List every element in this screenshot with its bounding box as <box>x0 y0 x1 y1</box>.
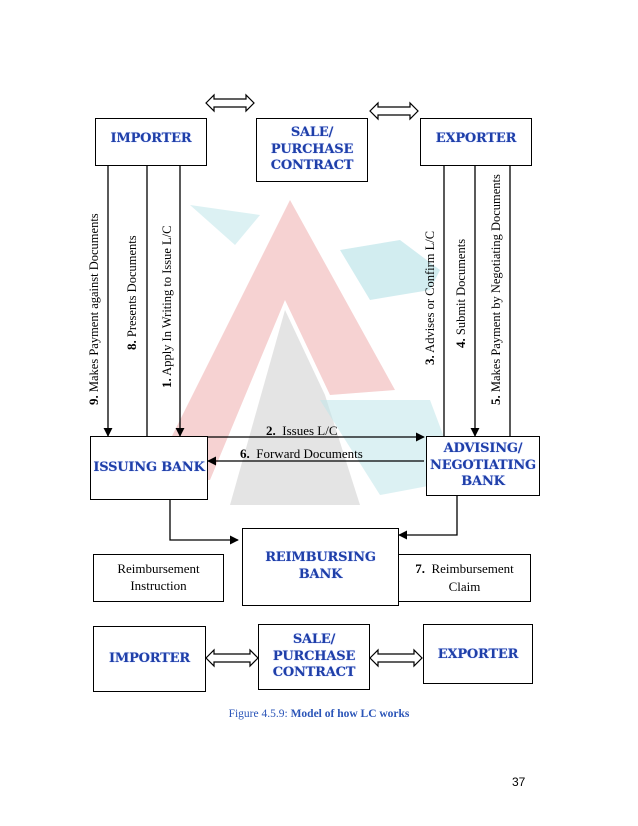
reimb-claim-line-1: 7. Reimbursement Claim <box>415 561 514 594</box>
advising-line-1: ADVISING/ <box>443 440 523 456</box>
step-4-label: 4. Submit Documents <box>453 238 468 348</box>
reimb-instruction-line-1: Reimbursement <box>117 561 200 577</box>
contract-line-2: PURCHASE <box>270 141 354 157</box>
advising-line-3: BANK <box>461 474 505 490</box>
step-5-label: 5. Makes Payment by Negotiating Document… <box>488 174 503 405</box>
contract-line-1: SALE/ <box>290 124 334 140</box>
caption-title: Model of how LC works <box>290 708 410 720</box>
figure-caption: Figure 4.5.9: Model of how LC works <box>0 708 638 720</box>
exporter-bottom-label: EXPORTER <box>437 647 519 662</box>
importer-label: IMPORTER <box>110 131 192 146</box>
sale-purchase-contract-box: SALE/ PURCHASE CONTRACT <box>256 118 368 182</box>
importer-box-bottom: IMPORTER <box>93 626 206 692</box>
advising-line-2: NEGOTIATING <box>430 457 536 473</box>
reimbursement-instruction-box: Reimbursement Instruction <box>93 554 224 602</box>
reimbursing-line-2: BANK <box>298 567 343 582</box>
exporter-box: EXPORTER <box>420 118 532 166</box>
step-1-label: 1. Apply In Writing to Issue L/C <box>159 225 174 389</box>
contract-bottom-line-1: SALE/ <box>292 631 336 647</box>
issuing-bank-label: ISSUING BANK <box>93 459 205 475</box>
reimbursing-line-1: REIMBURSING <box>265 550 376 566</box>
exporter-box-bottom: EXPORTER <box>423 624 533 684</box>
page-number: 37 <box>512 775 526 789</box>
step-6-label: 6. Forward Documents <box>240 446 363 461</box>
exporter-label: EXPORTER <box>435 131 517 146</box>
advising-negotiating-bank-box: ADVISING/ NEGOTIATING BANK <box>426 436 540 496</box>
sale-purchase-contract-box-bottom: SALE/ PURCHASE CONTRACT <box>258 624 370 690</box>
reimbursing-bank-box: REIMBURSING BANK <box>242 528 399 606</box>
step-8-label: 8. Presents Documents <box>124 235 139 350</box>
contract-bottom-line-3: CONTRACT <box>272 665 356 681</box>
importer-bottom-label: IMPORTER <box>109 650 190 666</box>
contract-line-3: CONTRACT <box>270 158 354 174</box>
reimb-instruction-line-2: Instruction <box>130 578 187 593</box>
caption-prefix: Figure 4.5.9: <box>228 708 291 720</box>
step-3-label: 3. Advises or Confirm L/C <box>422 230 437 365</box>
reimbursement-claim-box: 7. Reimbursement Claim <box>398 554 531 602</box>
step-2-label: 2. Issues L/C <box>266 423 338 438</box>
issuing-bank-box: ISSUING BANK <box>90 436 208 500</box>
contract-bottom-line-2: PURCHASE <box>272 648 356 664</box>
importer-box: IMPORTER <box>95 118 207 166</box>
step-9-label: 9. Makes Payment against Documents <box>86 213 101 405</box>
